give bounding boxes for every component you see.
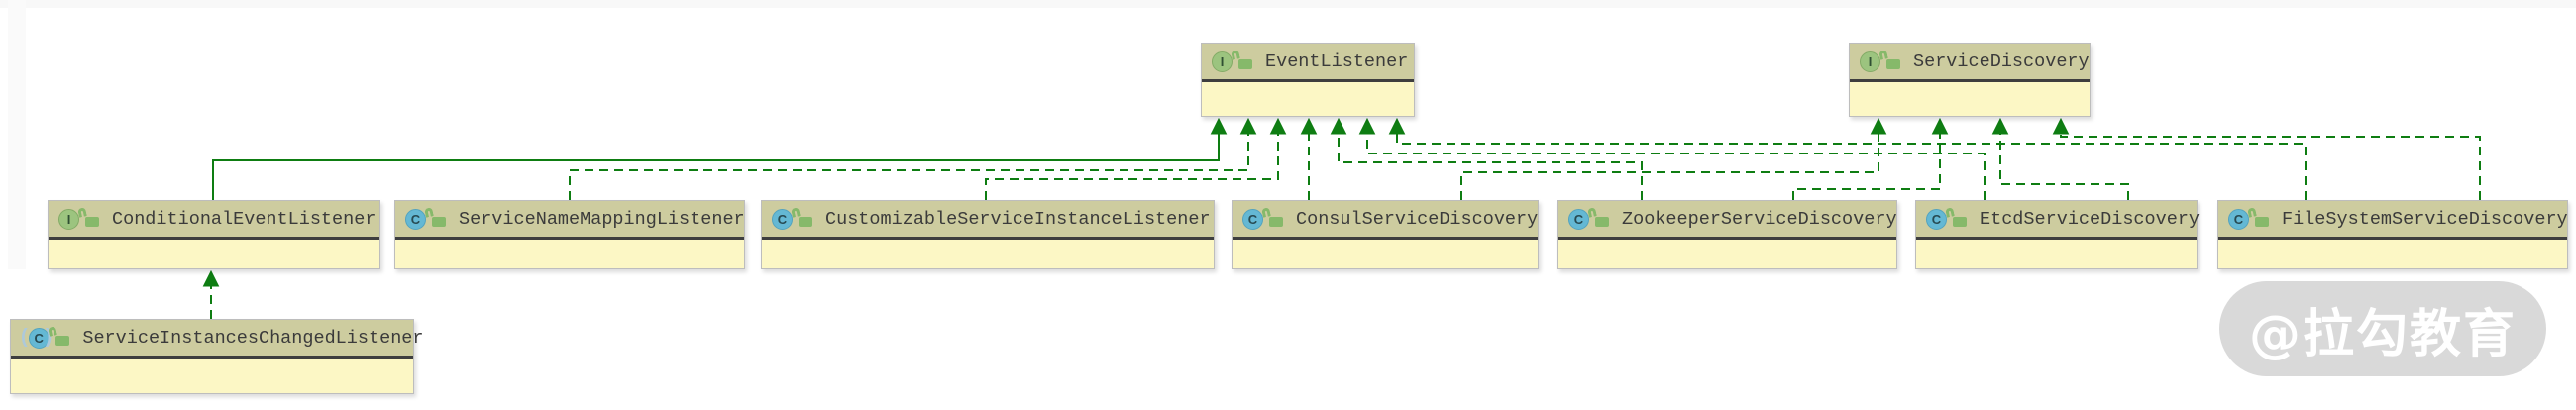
- node-fields-section: [1202, 82, 1414, 116]
- class-icon: C: [1926, 208, 1947, 230]
- inheritance-arrowhead: [1269, 117, 1287, 135]
- open-lock-icon: [432, 216, 446, 227]
- edge-zookeeperServiceDiscovery-implements-eventListener: [1338, 133, 1643, 200]
- node-fields-section: [1558, 240, 1896, 268]
- watermark-badge: @拉勾教育: [2219, 281, 2546, 376]
- interface-icon: I: [1212, 51, 1233, 72]
- node-fields-section: [49, 240, 379, 268]
- open-lock-icon: [1238, 58, 1252, 69]
- inheritance-arrowhead: [1870, 117, 1887, 135]
- node-label: CustomizableServiceInstanceListener: [825, 208, 1211, 230]
- canvas-edge-top: [0, 0, 2576, 8]
- open-lock-icon: [1953, 216, 1967, 227]
- node-label: FileSystemServiceDiscovery: [2282, 208, 2568, 230]
- class-node-etcd-service-discovery[interactable]: C EtcdServiceDiscovery: [1915, 200, 2200, 269]
- node-fields-section: [1916, 240, 2197, 268]
- class-icon: C: [405, 208, 426, 230]
- interface-icon: I: [1860, 51, 1880, 72]
- edge-etcdServiceDiscovery-implements-eventListener: [1366, 133, 1986, 200]
- edge-consulServiceDiscovery-implements-serviceDiscovery: [1460, 133, 1879, 200]
- node-fields-section: [762, 240, 1214, 268]
- inheritance-arrowhead: [1931, 117, 1949, 135]
- edge-etcdServiceDiscovery-implements-serviceDiscovery: [1999, 133, 2129, 200]
- class-node-customizable-service-instance-listener[interactable]: C CustomizableServiceInstanceListener: [761, 200, 1215, 269]
- edge-fileSystemServiceDiscovery-implements-eventListener: [1396, 133, 2307, 200]
- class-node-conditional-event-listener[interactable]: I ConditionalEventListener: [48, 200, 380, 269]
- edge-serviceNameMappingListener-implements-eventListener: [569, 133, 1249, 200]
- inheritance-arrowhead: [1210, 117, 1228, 135]
- node-label: ServiceDiscovery: [1913, 51, 2090, 72]
- class-node-service-name-mapping-listener[interactable]: C ServiceNameMappingListener: [394, 200, 745, 269]
- node-fields-section: [2218, 240, 2567, 268]
- node-label: EventListener: [1265, 51, 1409, 72]
- node-label: ConditionalEventListener: [112, 208, 376, 230]
- interface-icon: I: [58, 208, 79, 230]
- class-node-file-system-service-discovery[interactable]: C FileSystemServiceDiscovery: [2217, 200, 2568, 269]
- inheritance-arrowhead: [2052, 117, 2070, 135]
- inheritance-arrowhead: [1300, 117, 1318, 135]
- node-fields-section: [1233, 240, 1538, 268]
- node-label: EtcdServiceDiscovery: [1980, 208, 2200, 230]
- node-label: ConsulServiceDiscovery: [1296, 208, 1539, 230]
- inheritance-arrowhead: [1991, 117, 2009, 135]
- class-icon: C: [772, 208, 793, 230]
- inheritance-arrowhead: [1358, 117, 1376, 135]
- node-fields-section: [1850, 82, 2090, 116]
- edge-fileSystemServiceDiscovery-implements-serviceDiscovery: [2060, 133, 2481, 200]
- edge-conditionalEventListener-extends-eventListener: [212, 133, 1220, 200]
- class-node-zookeeper-service-discovery[interactable]: C ZookeeperServiceDiscovery: [1557, 200, 1897, 269]
- canvas-edge-left: [8, 0, 26, 269]
- edge-zookeeperServiceDiscovery-implements-serviceDiscovery: [1792, 133, 1941, 200]
- open-lock-icon: [1595, 216, 1609, 227]
- class-node-service-instances-changed-listener[interactable]: C ServiceInstancesChangedListener: [10, 319, 424, 394]
- class-icon: C: [28, 327, 50, 349]
- node-fields-section: [11, 359, 413, 393]
- inheritance-arrowhead: [1330, 117, 1347, 135]
- class-node-event-listener[interactable]: I EventListener: [1201, 43, 1415, 117]
- class-icon: C: [1568, 208, 1589, 230]
- class-node-service-discovery[interactable]: I ServiceDiscovery: [1849, 43, 2091, 117]
- node-label: ServiceNameMappingListener: [459, 208, 745, 230]
- node-label: ServiceInstancesChangedListener: [82, 327, 424, 349]
- edge-customizableServiceInstanceListener-implements-eventListener: [985, 133, 1279, 200]
- class-icon: C: [2228, 208, 2249, 230]
- watermark-text: @拉勾教育: [2248, 304, 2517, 364]
- node-fields-section: [395, 240, 744, 268]
- class-icon-parens: C: [21, 327, 55, 350]
- open-lock-icon: [55, 335, 70, 346]
- inheritance-arrowhead: [202, 269, 220, 287]
- open-lock-icon: [1886, 58, 1900, 69]
- open-lock-icon: [2255, 216, 2269, 227]
- inheritance-arrowhead: [1239, 117, 1257, 135]
- open-lock-icon: [799, 216, 812, 227]
- open-lock-icon: [1269, 216, 1283, 227]
- class-icon: C: [1242, 208, 1263, 230]
- class-node-consul-service-discovery[interactable]: C ConsulServiceDiscovery: [1232, 200, 1539, 269]
- inheritance-arrowhead: [1388, 117, 1406, 135]
- open-lock-icon: [85, 216, 99, 227]
- node-label: ZookeeperServiceDiscovery: [1622, 208, 1897, 230]
